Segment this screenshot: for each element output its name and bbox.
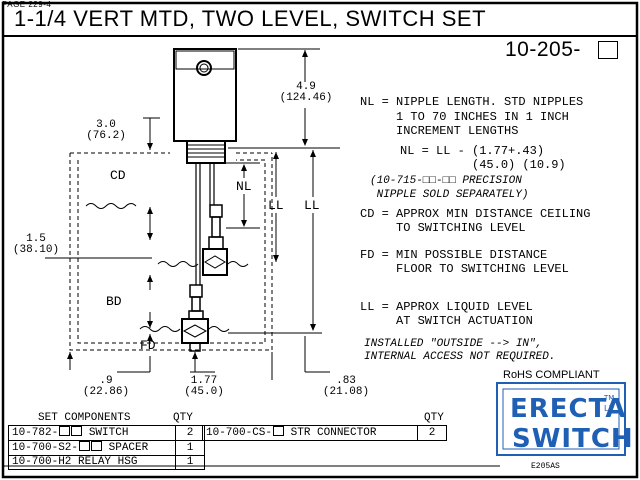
- dim-bottom-left-mm: (22.86): [82, 386, 130, 398]
- dim-left-mid-in: 1.5: [26, 233, 46, 245]
- component-qty: 1: [175, 455, 205, 470]
- dim-left-mid: 1.5 (38.10): [4, 234, 68, 256]
- housing-hole: [196, 60, 212, 76]
- component-qty: 2: [417, 425, 447, 441]
- note-installed-1: INSTALLED "OUTSIDE --> IN",: [364, 338, 543, 350]
- components-header: SET COMPONENTS: [38, 412, 131, 424]
- part-number-box: [598, 41, 618, 59]
- ceiling-wave: [85, 203, 137, 209]
- table-row: 10-700-CS- STR CONNECTOR 2: [202, 425, 447, 441]
- option-box-icon: [91, 441, 103, 451]
- lower-level-wave: [139, 326, 230, 332]
- label-bd: BD: [106, 294, 122, 309]
- note-precision-2: NIPPLE SOLD SEPARATELY): [370, 189, 529, 201]
- upper-float: [202, 248, 228, 276]
- dim-bottom-right-mm: (21.08): [322, 386, 370, 398]
- part-number: 10-205-: [505, 38, 581, 61]
- upper-level-wave: [157, 261, 249, 267]
- note-ll-1: LL = APPROX LIQUID LEVEL: [360, 300, 533, 314]
- dim-bottom-mid: 1.77 (45.0): [180, 376, 228, 398]
- dim-bottom-right-in: .83: [336, 375, 356, 387]
- svg-text:L2: L2: [604, 404, 614, 413]
- lower-connector: [189, 284, 203, 298]
- note-cd-2: TO SWITCHING LEVEL: [360, 221, 526, 235]
- components-table-left: 10-782- SWITCH 2 10-700-S2- SPACER 1 10-…: [8, 425, 205, 470]
- svg-text:SWITCH: SWITCH: [512, 424, 634, 454]
- note-fd-1: FD = MIN POSSIBLE DISTANCE: [360, 248, 548, 262]
- option-box-icon: [71, 426, 83, 436]
- rohs-label: RoHS COMPLIANT: [503, 369, 600, 381]
- dim-bottom-left-in: .9: [99, 375, 113, 387]
- component-code: 10-700-H2: [12, 456, 72, 468]
- dim-top: 4.9 (124.46): [272, 82, 340, 104]
- component-code: 10-782-: [12, 427, 59, 439]
- note-cd-1: CD = APPROX MIN DISTANCE CEILING: [360, 207, 591, 221]
- dim-bottom-mid-mm: (45.0): [184, 386, 224, 398]
- table-row: 10-700-H2 RELAY HSG 1: [8, 455, 205, 470]
- dim-top-mm: (124.46): [279, 92, 333, 104]
- dim-left-top: 3.0 (76.2): [78, 120, 134, 142]
- option-box-icon: [273, 426, 285, 436]
- relay-housing: [173, 48, 237, 142]
- option-box-icon: [79, 441, 91, 451]
- upper-connector: [209, 204, 223, 218]
- dim-left-top-mm: (76.2): [86, 130, 126, 142]
- svg-text:TM: TM: [603, 394, 614, 402]
- svg-text:ERECTA: ERECTA: [510, 394, 626, 424]
- components-qty-left-header: QTY: [173, 412, 193, 424]
- relay-housing-cap: [175, 50, 235, 70]
- label-nl: NL: [236, 179, 252, 194]
- component-name: SWITCH: [88, 427, 129, 439]
- dim-left-top-in: 3.0: [96, 119, 116, 131]
- note-formula-1: NL = LL - (1.77+.43): [400, 144, 545, 158]
- components-table-right: 10-700-CS- STR CONNECTOR 2: [202, 425, 447, 441]
- note-ll-2: AT SWITCH ACTUATION: [360, 314, 533, 328]
- note-nl-2: 1 TO 70 INCHES IN 1 INCH: [360, 110, 569, 124]
- dim-bottom-left: .9 (22.86): [78, 376, 134, 398]
- note-formula-2: (45.0) (10.9): [400, 158, 566, 172]
- option-box-icon: [59, 426, 71, 436]
- page-title: 1-1/4 VERT MTD, TWO LEVEL, SWITCH SET: [14, 6, 487, 31]
- component-qty: 1: [175, 440, 205, 456]
- table-row: 10-700-S2- SPACER 1: [8, 440, 205, 456]
- component-code: 10-700-CS-: [206, 427, 273, 439]
- logo-code: E205AS: [531, 462, 560, 471]
- threaded-neck: [186, 140, 226, 164]
- dim-bottom-mid-in: 1.77: [190, 375, 218, 387]
- component-code: 10-700-S2-: [12, 442, 79, 454]
- label-ll-right: LL: [304, 198, 320, 213]
- tank-outline: [69, 152, 273, 351]
- component-name: STR CONNECTOR: [290, 427, 377, 439]
- note-precision-1: (10-715-□□-□□ PRECISION: [370, 175, 522, 187]
- note-nl-1: NL = NIPPLE LENGTH. STD NIPPLES: [360, 95, 584, 109]
- label-ll-left: LL: [268, 198, 284, 213]
- note-nl-3: INCREMENT LENGTHS: [360, 124, 519, 138]
- dim-bottom-right: .83 (21.08): [318, 376, 374, 398]
- components-qty-right-header: QTY: [424, 412, 444, 424]
- component-name: RELAY HSG: [78, 456, 138, 468]
- note-fd-2: FLOOR TO SWITCHING LEVEL: [360, 262, 569, 276]
- erecta-switch-logo: ERECTA SWITCH TM L2: [496, 382, 634, 456]
- dim-top-in: 4.9: [296, 81, 316, 93]
- label-cd: CD: [110, 168, 126, 183]
- lower-float: [181, 318, 209, 344]
- dim-left-mid-mm: (38.10): [12, 244, 60, 256]
- label-fd: FD: [140, 338, 156, 353]
- note-installed-2: INTERNAL ACCESS NOT REQUIRED.: [364, 351, 556, 363]
- page-label: PAGE 229-4: [2, 0, 52, 9]
- component-qty: 2: [175, 425, 205, 441]
- table-row: 10-782- SWITCH 2: [8, 425, 205, 441]
- component-name: SPACER: [108, 442, 149, 454]
